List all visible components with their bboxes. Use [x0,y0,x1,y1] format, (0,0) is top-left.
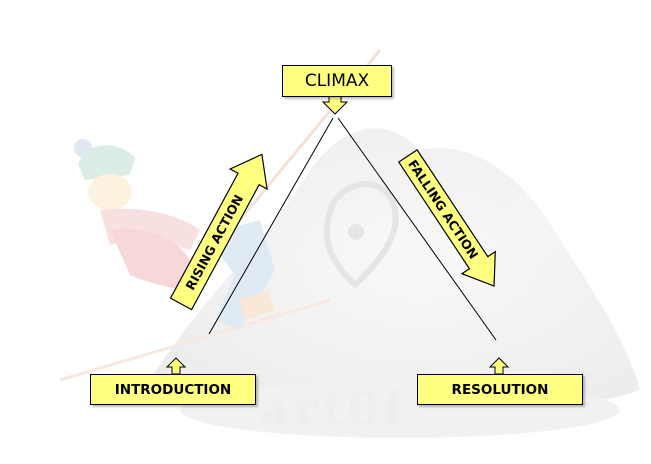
introduction-box: INTRODUCTION [90,374,256,405]
skier-body [110,228,190,290]
resolution-box: RESOLUTION [417,374,583,405]
ski-line [59,298,331,382]
pen-emblem-dot [348,224,364,240]
resolution-label: RESOLUTION [451,381,549,398]
res-up-arrow [488,357,510,375]
watermark-text: art0f [260,382,407,436]
pen-emblem [323,181,399,290]
skier-hat [78,145,135,180]
climax-down-arrow [321,94,349,115]
skier-face [88,174,132,210]
rising-edge-line [208,117,334,335]
climax-label: CLIMAX [304,71,370,91]
skier-boot [240,290,275,320]
mountain-shape [150,128,640,415]
falling-edge-line [337,117,497,341]
intro-up-arrow [165,357,187,375]
climax-box: CLIMAX [282,65,392,97]
introduction-label: INTRODUCTION [114,381,232,398]
